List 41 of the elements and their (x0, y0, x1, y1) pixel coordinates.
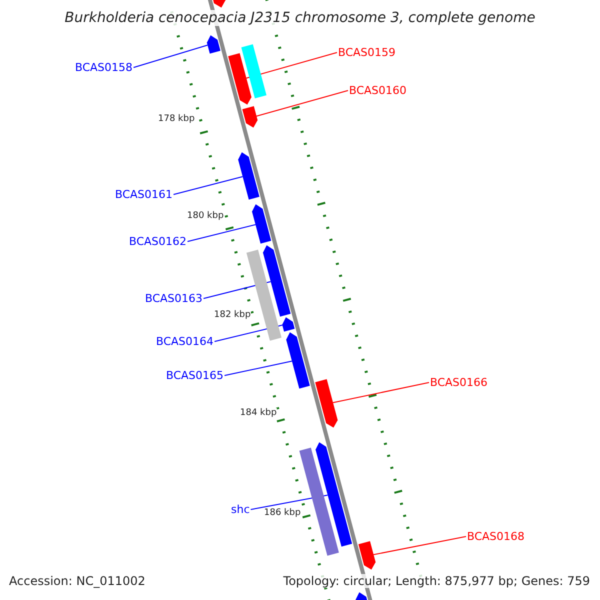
leader-line (133, 44, 208, 68)
gene-block (358, 541, 376, 570)
genome-info-text: Topology: circular; Length: 875,977 bp; Genes: 759 (283, 574, 590, 588)
gene-label: BCAS0166 (430, 376, 488, 389)
scale-label: 180 kbp (187, 211, 224, 221)
gene-block (238, 152, 260, 200)
gene-label: BCAS0165 (166, 369, 224, 382)
gene-label: BCAS0160 (349, 84, 407, 97)
gene-label: BCAS0163 (145, 292, 203, 305)
leader-line (224, 360, 292, 376)
gene-label: shc (231, 503, 250, 516)
gene-label: BCAS0162 (129, 235, 187, 248)
gene-label: BCAS0168 (467, 530, 525, 543)
gene-block (206, 35, 220, 54)
accession-text: Accession: NC_011002 (9, 574, 146, 588)
feature-bar (241, 44, 266, 98)
leader-line (256, 90, 348, 117)
leader-line (246, 52, 338, 79)
leader-line (373, 536, 466, 556)
gene-block (356, 592, 370, 600)
gene-block (242, 106, 258, 128)
scale-label: 178 kbp (158, 114, 195, 124)
gene-block (286, 332, 310, 389)
leader-line (173, 176, 244, 195)
gene-label: BCAS0161 (115, 188, 173, 201)
gene-block (262, 245, 291, 317)
gene-block (228, 53, 252, 105)
gene-block (252, 204, 272, 244)
scale-label: 184 kbp (240, 408, 277, 418)
leader-line (187, 224, 256, 242)
gene-block (212, 0, 226, 8)
scale-label: 182 kbp (214, 310, 251, 320)
gene-label: BCAS0158 (75, 61, 133, 74)
feature-bar (299, 448, 339, 556)
gene-label: BCAS0164 (156, 335, 214, 348)
map-title: Burkholderia cenocepacia J2315 chromosome 3, complete genome (64, 10, 536, 26)
gene-block (316, 442, 352, 547)
scale-label: 186 kbp (264, 508, 301, 518)
gene-block (315, 379, 338, 428)
leader-line (332, 382, 430, 404)
gene-label: BCAS0159 (338, 46, 396, 59)
